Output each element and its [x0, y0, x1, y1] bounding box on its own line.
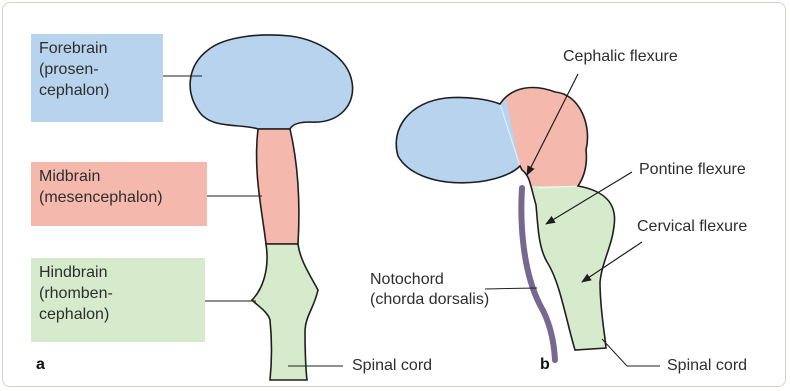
notochord-label: Notochord (chorda dorsalis): [370, 270, 489, 310]
spinal-cord-label-b: Spinal cord: [667, 356, 747, 376]
spinal-cord-label-a: Spinal cord: [352, 356, 432, 376]
forebrain-region-a: [190, 35, 352, 129]
hindbrain-label-box: Hindbrain (rhomben- cephalon): [31, 258, 205, 342]
pontine-flexure-label: Pontine flexure: [639, 160, 746, 180]
notochord-label-line-2: (chorda dorsalis): [370, 290, 489, 310]
midbrain-label-line-2: (mesencephalon): [39, 187, 199, 208]
forebrain-label-line-3: cephalon): [39, 80, 155, 101]
forebrain-label-line-2: (prosen-: [39, 59, 155, 80]
hindbrain-label-line-3: cephalon): [39, 304, 197, 325]
midbrain-label-box: Midbrain (mesencephalon): [31, 162, 207, 226]
midbrain-label-line-1: Midbrain: [39, 166, 199, 187]
flexed-neural-tube-b: [380, 60, 640, 380]
cephalic-flexure-label: Cephalic flexure: [563, 47, 678, 67]
hindbrain-label-line-1: Hindbrain: [39, 262, 197, 283]
cervical-flexure-label: Cervical flexure: [637, 217, 747, 237]
midbrain-region-a: [257, 129, 299, 244]
panel-letter-b: b: [540, 356, 550, 374]
hindbrain-region-a: [252, 244, 318, 380]
panel-letter-a: a: [36, 356, 45, 374]
forebrain-label-line-1: Forebrain: [39, 38, 155, 59]
forebrain-label-box: Forebrain (prosen- cephalon): [31, 34, 163, 122]
notochord-leader-line: [485, 288, 537, 289]
hindbrain-label-line-2: (rhomben-: [39, 283, 197, 304]
notochord-label-line-1: Notochord: [370, 270, 489, 290]
spinal-cord-leader-b: [602, 339, 660, 366]
